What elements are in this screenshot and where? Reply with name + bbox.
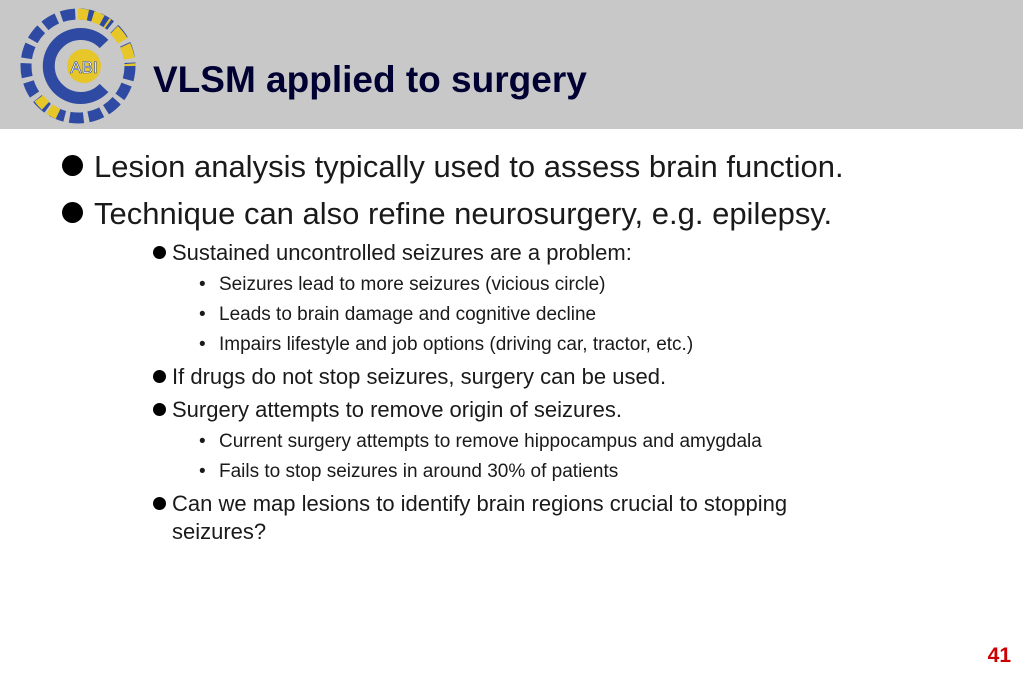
bullet-dot-icon: • bbox=[199, 274, 206, 295]
list-item-text: Leads to brain damage and cognitive decl… bbox=[219, 304, 597, 325]
bullet-disc-icon bbox=[153, 403, 166, 416]
list-item: • Seizures lead to more seizures (vicious… bbox=[199, 273, 605, 297]
bullet-disc-icon bbox=[153, 370, 166, 383]
bullet-dot-icon: • bbox=[199, 334, 206, 355]
list-item: If drugs do not stop seizures, surgery c… bbox=[153, 363, 913, 391]
list-item-text: Seizures lead to more seizures (vicious … bbox=[219, 274, 606, 295]
list-item: • Current surgery attempts to remove hipp… bbox=[199, 430, 762, 454]
bullet-disc-icon bbox=[153, 497, 166, 510]
list-item-text: If drugs do not stop seizures, surgery c… bbox=[172, 364, 667, 389]
list-item: Can we map lesions to identify brain reg… bbox=[153, 490, 873, 546]
bullet-dot-icon: • bbox=[199, 431, 206, 452]
list-item-text: Technique can also refine neurosurgery, … bbox=[94, 196, 833, 231]
list-item: Lesion analysis typically used to assess… bbox=[62, 150, 844, 184]
list-item-text: Impairs lifestyle and job options (drivi… bbox=[219, 334, 694, 355]
bullet-dot-icon: • bbox=[199, 304, 206, 325]
list-item-text: Surgery attempts to remove origin of sei… bbox=[172, 397, 622, 422]
list-item-text: Sustained uncontrolled seizures are a pr… bbox=[172, 240, 632, 265]
logo-text: ABI bbox=[70, 58, 97, 77]
list-item: Sustained uncontrolled seizures are a pr… bbox=[153, 239, 913, 267]
slide-title: VLSM applied to surgery bbox=[153, 59, 587, 100]
list-item-text: Fails to stop seizures in around 30% of … bbox=[219, 461, 619, 482]
abi-logo-icon: ABI bbox=[20, 8, 136, 124]
list-item: • Impairs lifestyle and job options (driv… bbox=[199, 333, 693, 357]
bullet-disc-icon bbox=[62, 155, 83, 177]
slide-header: ABI VLSM applied to surgery bbox=[0, 0, 1023, 129]
list-item-text: Current surgery attempts to remove hippo… bbox=[219, 431, 762, 452]
bullet-disc-icon bbox=[62, 202, 83, 224]
list-item: Surgery attempts to remove origin of sei… bbox=[153, 396, 913, 424]
bullet-disc-icon bbox=[153, 246, 166, 259]
list-item-text: Lesion analysis typically used to assess… bbox=[94, 149, 844, 184]
list-item: • Fails to stop seizures in around 30% of… bbox=[199, 460, 618, 484]
list-item-text: Can we map lesions to identify brain reg… bbox=[172, 491, 788, 544]
list-item: Technique can also refine neurosurgery, … bbox=[62, 197, 832, 231]
list-item: • Leads to brain damage and cognitive dec… bbox=[199, 303, 596, 327]
bullet-dot-icon: • bbox=[199, 461, 206, 482]
page-number: 41 bbox=[987, 644, 1011, 667]
